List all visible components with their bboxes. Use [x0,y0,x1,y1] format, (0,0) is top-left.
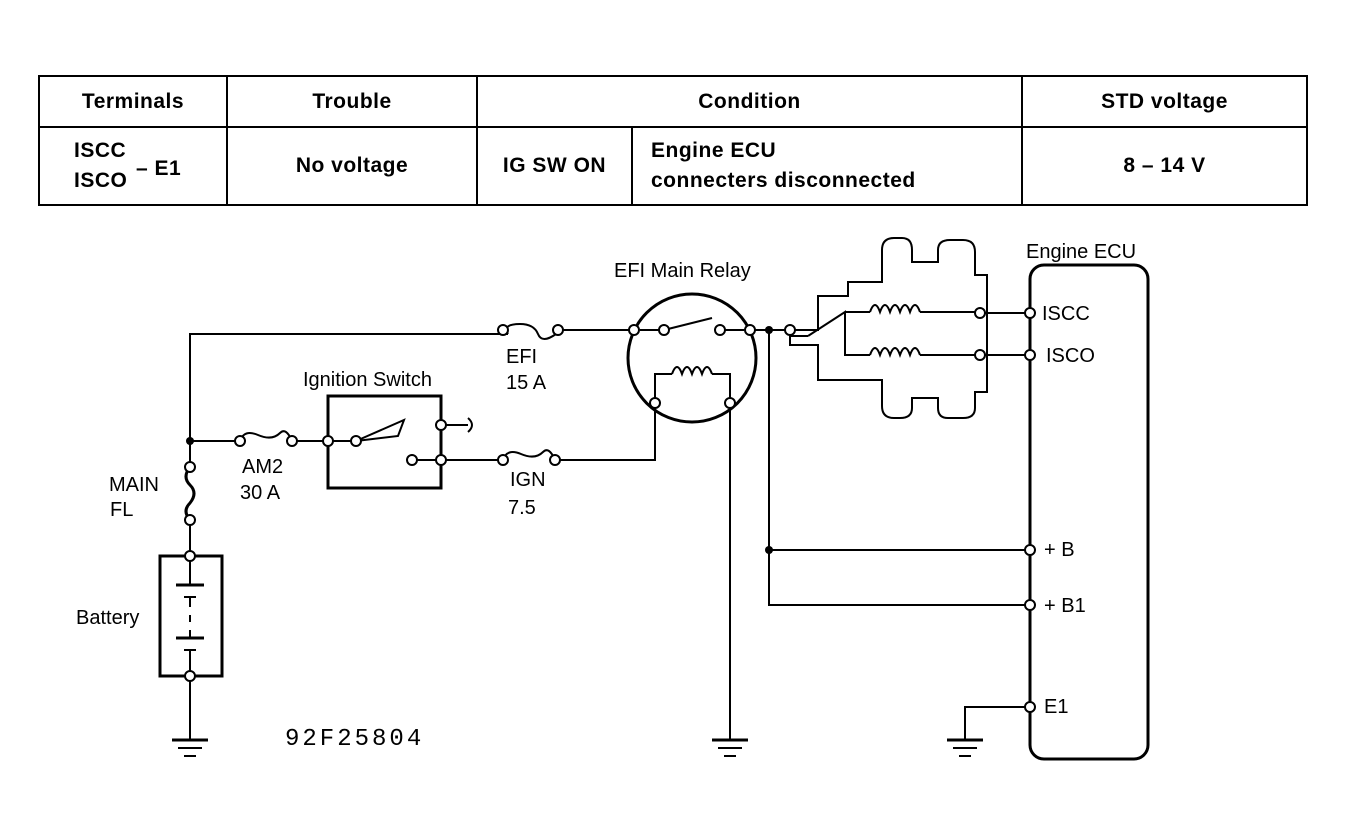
engine-ecu-label: Engine ECU [1026,241,1136,263]
header-std-voltage: STD voltage [1021,75,1308,128]
header-condition: Condition [476,75,1023,128]
junction-dot [186,437,194,445]
junction-dot [765,326,773,334]
ecu-terminal-plus-b: + B [1044,539,1075,561]
am2-fuse-rating: 30 A [240,482,281,504]
condition-line2: connecters disconnected [651,169,916,192]
ecu-terminal-plus-b1: + B1 [1044,595,1086,617]
ground-icon [947,738,983,757]
junction-dot [765,546,773,554]
condition-line1: Engine ECU [651,139,777,162]
cell-terminals: ISCC ISCO – E1 [38,126,228,206]
am2-fuse-name: AM2 [242,456,283,478]
inspection-table: Terminals Trouble Condition STD voltage … [38,75,1308,206]
ecu-terminal-isco: ISCO [1046,345,1095,367]
ignition-switch [326,394,473,490]
ign-fuse [502,449,556,461]
header-terminals: Terminals [38,75,228,128]
ecu-terminal-e1: E1 [1044,696,1068,718]
isc-valve [789,237,988,419]
ground-icon [712,738,748,757]
efi-fuse-name: EFI [506,346,537,368]
header-trouble: Trouble [226,75,478,128]
cell-condition-detail: Engine ECU connecters disconnected [631,126,1023,206]
table-header-row: Terminals Trouble Condition STD voltage [38,75,1308,128]
battery [158,554,224,678]
main-fl-line2: FL [110,499,133,521]
cell-trouble: No voltage [226,126,478,206]
ecu-terminal-iscc: ISCC [1042,303,1090,325]
efi-main-relay-label: EFI Main Relay [614,260,751,282]
terminals [184,307,1036,713]
table-row: ISCC ISCO – E1 No voltage IG SW ON Engin… [38,126,1308,206]
ground-icon [172,738,208,757]
cell-condition-switch: IG SW ON [476,126,633,206]
figure-code: 92F25804 [285,726,424,753]
main-fusible-link [184,466,196,521]
efi-fuse-rating: 15 A [506,372,547,394]
ign-fuse-rating: 7.5 [508,497,536,519]
wires [189,312,1030,740]
ign-fuse-name: IGN [510,469,546,491]
main-fl-line1: MAIN [109,474,159,496]
am2-fuse [239,430,293,442]
terminal-e1: – E1 [136,157,182,180]
terminal-iscc: ISCC [74,139,127,162]
engine-ecu-box [1028,263,1150,761]
battery-label: Battery [76,607,139,629]
cell-std-voltage: 8 – 14 V [1021,126,1308,206]
terminal-isco: ISCO [74,169,128,192]
efi-main-relay [626,292,758,424]
ignition-switch-label: Ignition Switch [303,369,432,391]
